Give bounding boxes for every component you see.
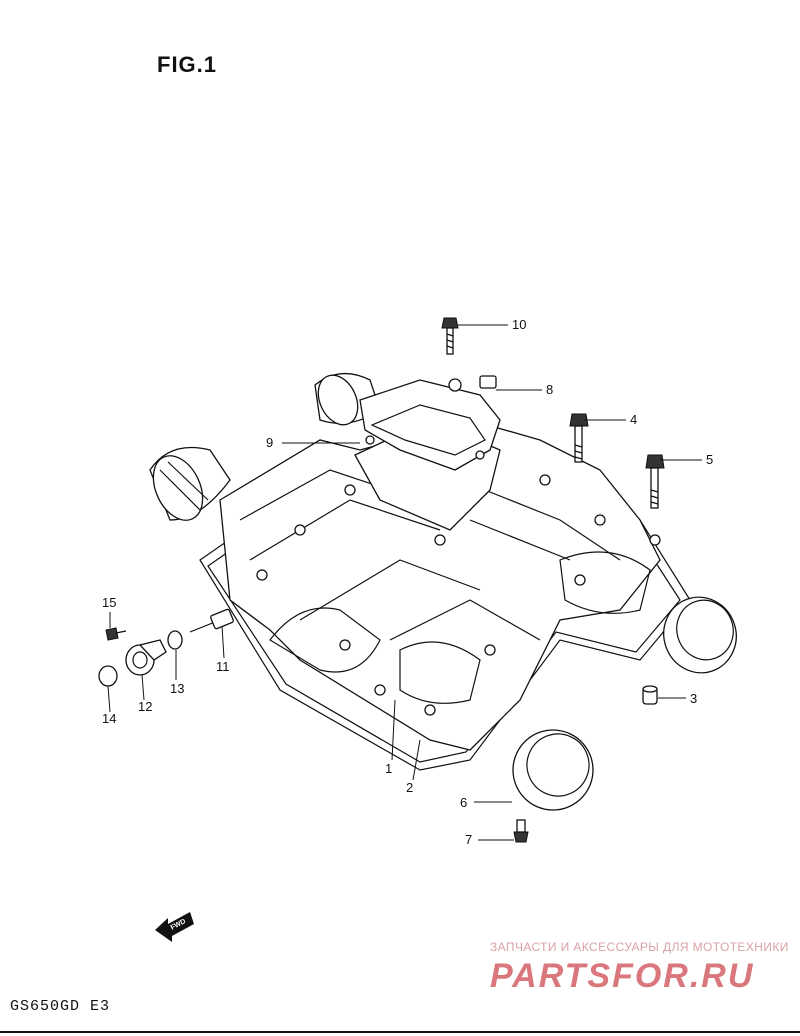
- breather-cover: [354, 375, 501, 531]
- callout-2: 2: [406, 780, 414, 795]
- o-ring-13: [167, 630, 183, 650]
- figure-title: FIG.1: [157, 52, 218, 77]
- callout-8: 8: [546, 382, 554, 397]
- callout-14: 14: [102, 711, 117, 726]
- dowel-pin-3: [642, 685, 658, 705]
- leader-lines: [107, 324, 702, 841]
- callout-4: 4: [630, 412, 638, 427]
- callout-9: 9: [266, 435, 274, 450]
- screw-15: [105, 627, 127, 641]
- model-code: GS650GD E3: [10, 998, 111, 1015]
- callout-13: 13: [170, 681, 185, 696]
- bolt-10: [441, 317, 459, 355]
- callout-15: 15: [102, 595, 117, 610]
- bolt-4: [569, 413, 589, 463]
- tachometer-drive-gear-11: [189, 608, 234, 633]
- watermark-caption: ЗАПЧАСТИ И АКСЕССУАРЫ ДЛЯ МОТОТЕХНИКИ: [490, 940, 789, 954]
- tachometer-housing-12: [125, 639, 167, 676]
- callout-12: 12: [138, 699, 153, 714]
- callout-5: 5: [706, 452, 714, 467]
- callout-6: 6: [460, 795, 468, 810]
- callout-7: 7: [465, 832, 473, 847]
- forward-direction-badge: FWD: [155, 912, 194, 942]
- camshaft-end-cap-front: [512, 729, 594, 811]
- callout-11: 11: [216, 659, 230, 674]
- screw-7: [513, 819, 529, 843]
- plug-14: [98, 665, 118, 687]
- callout-3: 3: [690, 691, 698, 706]
- callout-10: 10: [512, 317, 527, 332]
- callout-1: 1: [385, 761, 393, 776]
- watermark-logo-text: PARTSFOR.RU: [490, 957, 754, 995]
- camshaft-end-cap-right: [663, 596, 737, 674]
- bolt-5: [645, 454, 665, 509]
- watermark-logo: PARTSFOR.RU: [490, 957, 754, 995]
